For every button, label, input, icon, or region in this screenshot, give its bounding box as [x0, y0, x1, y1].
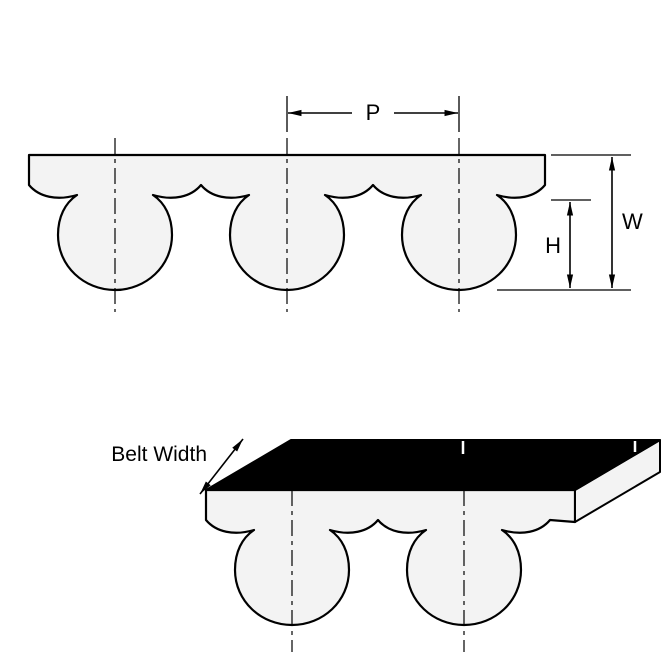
belt-front-face: [204, 488, 577, 627]
pitch-dimension: P: [286, 96, 460, 132]
profile-view: P W H: [27, 96, 643, 312]
belt-top-surface: [205, 439, 661, 491]
tooth-height-label: H: [545, 233, 561, 258]
belt-width-label: Belt Width: [111, 443, 207, 466]
thickness-label: W: [622, 209, 643, 234]
belt-width-arrow: [199, 438, 244, 495]
belt-width-annotation: Belt Width: [111, 438, 244, 495]
width-dimension: W: [497, 154, 643, 291]
height-dimension: H: [545, 199, 591, 288]
isometric-view: Belt Width: [111, 438, 661, 652]
pitch-label: P: [366, 100, 381, 125]
